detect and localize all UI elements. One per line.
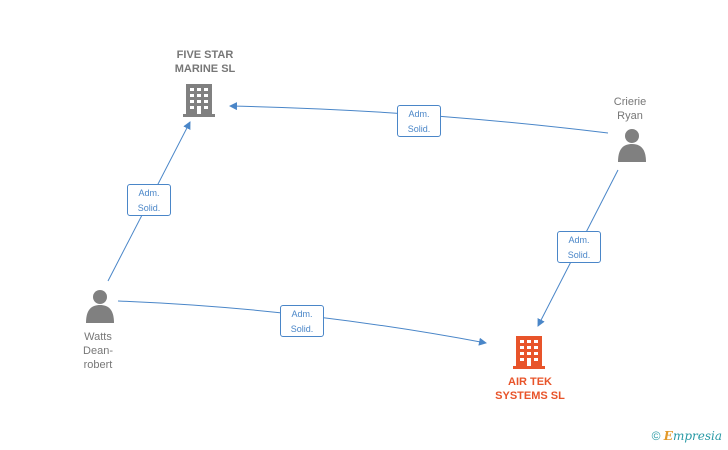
- label-line: Dean-: [83, 345, 113, 357]
- edge-label-watts-air-tek: Adm. Solid.: [280, 305, 324, 337]
- label-line: AIR TEK: [508, 376, 552, 388]
- building-icon: [513, 336, 545, 369]
- copyright-icon: ©: [651, 429, 661, 443]
- label-line: Watts: [84, 331, 112, 343]
- label-line: Ryan: [617, 110, 643, 122]
- edge-label-line: Adm.: [568, 235, 590, 245]
- label-line: robert: [83, 359, 113, 371]
- node-label-watts-dean-robert[interactable]: Watts Dean- robert: [68, 330, 128, 372]
- label-line: MARINE SL: [174, 63, 236, 75]
- node-label-air-tek-systems[interactable]: AIR TEK SYSTEMS SL: [470, 375, 590, 403]
- brand-watermark: © Empresia: [652, 429, 722, 443]
- edge-label-watts-five-star: Adm. Solid.: [127, 184, 171, 216]
- label-line: FIVE STAR: [176, 49, 234, 61]
- label-line: SYSTEMS SL: [495, 390, 565, 402]
- edge-label-line: Adm.: [138, 188, 160, 198]
- edge-label-line: Adm.: [408, 109, 430, 119]
- brand-logo-text: mpresia: [672, 429, 722, 443]
- person-icon: [86, 290, 114, 323]
- node-label-crierie-ryan[interactable]: Crierie Ryan: [595, 95, 665, 123]
- edge-label-line: Solid.: [290, 324, 314, 334]
- edge-label-line: Adm.: [291, 309, 313, 319]
- edge-label-line: Solid.: [137, 203, 161, 213]
- node-label-five-star-marine[interactable]: FIVE STAR MARINE SL: [150, 48, 260, 76]
- edge-label-line: Solid.: [407, 124, 431, 134]
- building-icon: [183, 84, 215, 117]
- label-line: Crierie: [613, 96, 647, 108]
- edge-label-line: Solid.: [567, 250, 591, 260]
- brand-logo-initial: E: [663, 429, 673, 443]
- edge-label-crierie-five-star: Adm. Solid.: [397, 105, 441, 137]
- person-icon: [618, 129, 646, 162]
- brand-logo: Empresia: [664, 429, 722, 443]
- edge-label-crierie-air-tek: Adm. Solid.: [557, 231, 601, 263]
